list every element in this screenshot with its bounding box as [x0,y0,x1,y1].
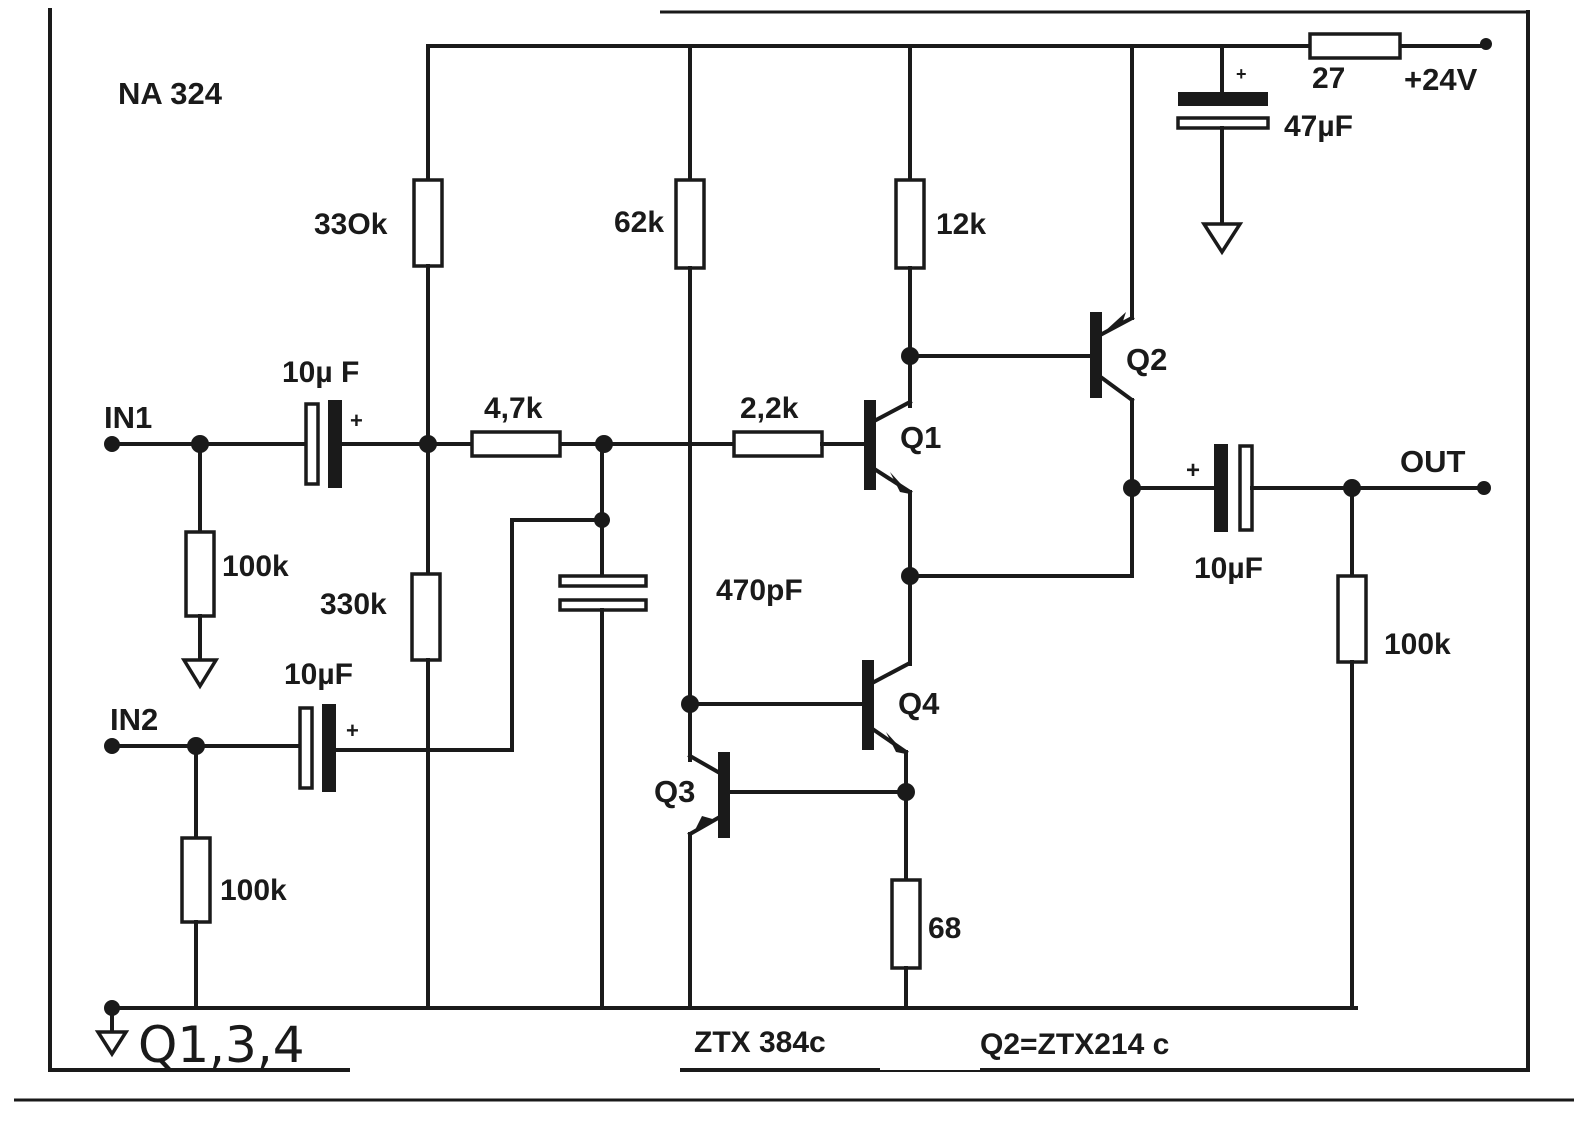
resistor-27 [1308,32,1402,60]
bias-divider [410,44,444,1010]
in2-branch [104,518,604,1010]
capacitor-47uf-label: 47µF [1284,110,1353,143]
transistor-q4-label: Q4 [898,686,940,721]
resistor-4k7-label: 4,7k [484,392,543,425]
capacitor-47uf [1176,44,1270,256]
capacitor-in1-polarity: + [350,408,363,433]
resistor-100k-out-label: 100k [1384,628,1451,661]
resistor-100k-in1-label: 100k [222,550,289,583]
transistor-q3-label: Q3 [654,774,695,809]
transistor-q2-label: Q2 [1126,342,1167,377]
resistor-2k2-label: 2,2k [740,392,799,425]
resistor-330k-top-label: 33Ok [314,208,388,241]
resistor-27-label: 27 [1312,62,1345,95]
supply-rail [426,38,1492,50]
input-in2-label: IN2 [110,702,158,737]
capacitor-in2-polarity: + [346,718,359,743]
input-in1-label: IN1 [104,400,152,435]
capacitor-out-polarity: + [1186,457,1200,484]
resistor-100k-in2-label: 100k [220,874,287,907]
resistor-4k7 [470,430,736,580]
capacitor-in2-label: 10µF [284,658,353,691]
supply-label: +24V [1404,62,1478,97]
resistor-62k-branch [674,44,864,762]
title-label: NA 324 [118,76,223,111]
resistor-330k-bottom-label: 330k [320,588,387,621]
transistor-q3 [687,752,908,1010]
handwritten-note: Q1,3,4 [138,1016,305,1074]
resistor-12k-branch [894,44,1092,408]
transistor-q1-label: Q1 [900,420,941,455]
resistor-62k-label: 62k [614,206,664,239]
resistor-12k-label: 12k [936,208,986,241]
capacitor-in1-label: 10µ F [282,356,359,389]
transistor-q2 [1090,44,1141,578]
output-label: OUT [1400,444,1466,479]
capacitor-470pf [558,574,648,1010]
footer-part-b: Q2=ZTX214 c [980,1028,1169,1061]
in1-branch [104,400,606,690]
resistor-2k2 [732,430,866,458]
capacitor-47uf-polarity: + [1236,64,1247,84]
capacitor-out-label: 10µF [1194,552,1263,585]
ground-symbol-left [94,1006,130,1058]
output-stage [1130,444,1491,1010]
footer-part-a: ZTX 384c [694,1026,826,1059]
frame [14,8,1574,1102]
transistor-q1 [864,399,1134,666]
resistor-68-label: 68 [928,912,961,945]
ground-rail [104,1000,1358,1016]
footer-redactions [350,1016,1450,1072]
capacitor-470pf-label: 470pF [716,574,803,607]
resistor-68 [890,878,922,1010]
